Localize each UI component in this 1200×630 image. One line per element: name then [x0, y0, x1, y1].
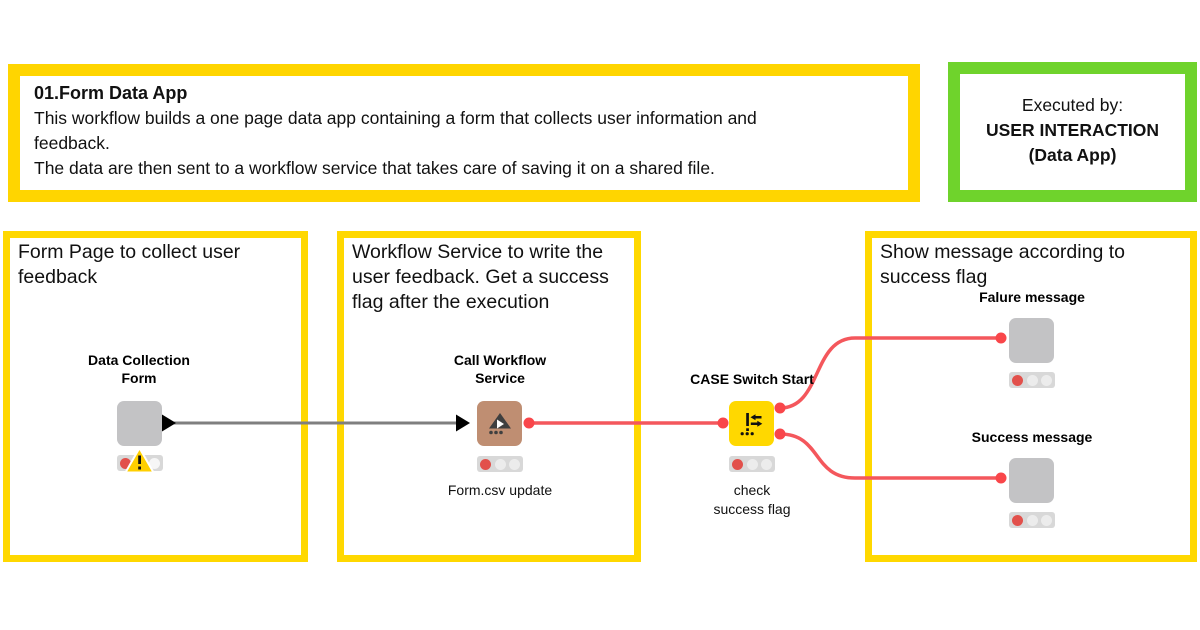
node-case-switch-start[interactable] [729, 401, 774, 446]
output-port-icon[interactable] [774, 402, 786, 414]
node-caption-case-switch-start: check success flag [672, 481, 832, 519]
status-amber-dot [1026, 374, 1038, 386]
connection-case-to-failure[interactable] [779, 336, 1001, 410]
node-caption-call-workflow-service: Form.csv update [447, 482, 553, 498]
status-amber-dot [746, 458, 758, 470]
workflow-service-line: Workflow Service to write the [352, 241, 604, 263]
annotation-show-message[interactable]: Show message according to success flag [865, 231, 1197, 562]
traffic-light [1009, 372, 1055, 388]
node-call-workflow-service[interactable] [477, 401, 522, 446]
node-label-data-collection-form: Data Collection Form [49, 352, 229, 387]
caption-line: check [733, 482, 771, 498]
status-green-dot [509, 458, 520, 470]
show-message-line: success flag [880, 266, 988, 288]
case-switch-icon [740, 413, 763, 436]
annotation-header-line: The data are then sent to a workflow ser… [34, 158, 715, 178]
call-workflow-icon [489, 413, 511, 435]
workflow-service-line: user feedback. Get a success [352, 266, 609, 288]
workflow-service-line: flag after the execution [352, 291, 550, 313]
annotation-header-text: 01.Form Data App This workflow builds a … [20, 76, 908, 186]
annotation-header-line: This workflow builds a one page data app… [34, 108, 757, 128]
input-port-icon[interactable] [717, 417, 729, 429]
status-amber-dot [494, 458, 506, 470]
status-red-dot [1012, 514, 1023, 526]
node-label-failure-message: Falure message [979, 289, 1085, 305]
status-red-dot [480, 458, 491, 470]
form-page-line: Form Page to collect user [18, 241, 241, 263]
node-label-call-workflow-service: Call Workflow Service [410, 352, 590, 387]
node-failure-message[interactable] [1009, 318, 1054, 363]
annotation-form-page[interactable]: Form Page to collect user feedback [3, 231, 308, 562]
status-amber-dot [1026, 514, 1038, 526]
status-red-dot [1012, 374, 1023, 386]
annotation-executed-by[interactable]: Executed by: USER INTERACTION (Data App) [948, 62, 1197, 202]
traffic-light [477, 456, 523, 472]
annotation-workflow-service-text: Workflow Service to write the user feedb… [344, 238, 634, 317]
node-label-success-message: Success message [971, 429, 1093, 445]
status-red-dot [732, 458, 743, 470]
traffic-light [729, 456, 775, 472]
annotation-executed-by-text: Executed by: USER INTERACTION (Data App) [960, 74, 1185, 168]
annotation-header-title: 01.Form Data App [34, 83, 188, 103]
label-line: Call Workflow [453, 352, 547, 368]
warning-triangle-icon [124, 447, 155, 474]
traffic-light [1009, 512, 1055, 528]
input-port-triangle-icon[interactable] [456, 414, 470, 432]
output-port-icon[interactable] [523, 417, 535, 429]
caption-line: success flag [713, 501, 791, 517]
executed-by-line: Executed by: [1021, 95, 1124, 115]
label-line: Data Collection [88, 352, 190, 368]
executed-by-line: USER INTERACTION [985, 120, 1160, 140]
input-port-icon[interactable] [995, 472, 1007, 484]
annotation-show-message-text: Show message according to success flag [872, 238, 1190, 292]
show-message-line: Show message according to [880, 241, 1125, 263]
status-green-dot [761, 458, 772, 470]
output-port-triangle-icon[interactable] [162, 414, 176, 432]
label-line: Form [121, 369, 157, 386]
node-success-message[interactable] [1009, 458, 1054, 503]
status-red-dot [120, 457, 131, 469]
form-page-line: feedback [18, 266, 98, 288]
status-green-dot [1041, 514, 1052, 526]
connection-case-to-success[interactable] [779, 432, 1001, 480]
input-port-icon[interactable] [995, 332, 1007, 344]
annotation-workflow-service[interactable]: Workflow Service to write the user feedb… [337, 231, 641, 562]
node-label-case-switch-start: CASE Switch Start [690, 371, 814, 387]
annotation-form-page-text: Form Page to collect user feedback [10, 238, 301, 292]
executed-by-line: (Data App) [1028, 145, 1117, 165]
annotation-header-line: feedback. [34, 133, 110, 153]
status-green-dot [149, 457, 160, 469]
status-green-dot [1041, 374, 1052, 386]
annotation-header[interactable]: 01.Form Data App This workflow builds a … [8, 64, 920, 202]
label-line: Service [475, 369, 525, 386]
node-data-collection-form[interactable] [117, 401, 162, 446]
output-port-icon[interactable] [774, 428, 786, 440]
